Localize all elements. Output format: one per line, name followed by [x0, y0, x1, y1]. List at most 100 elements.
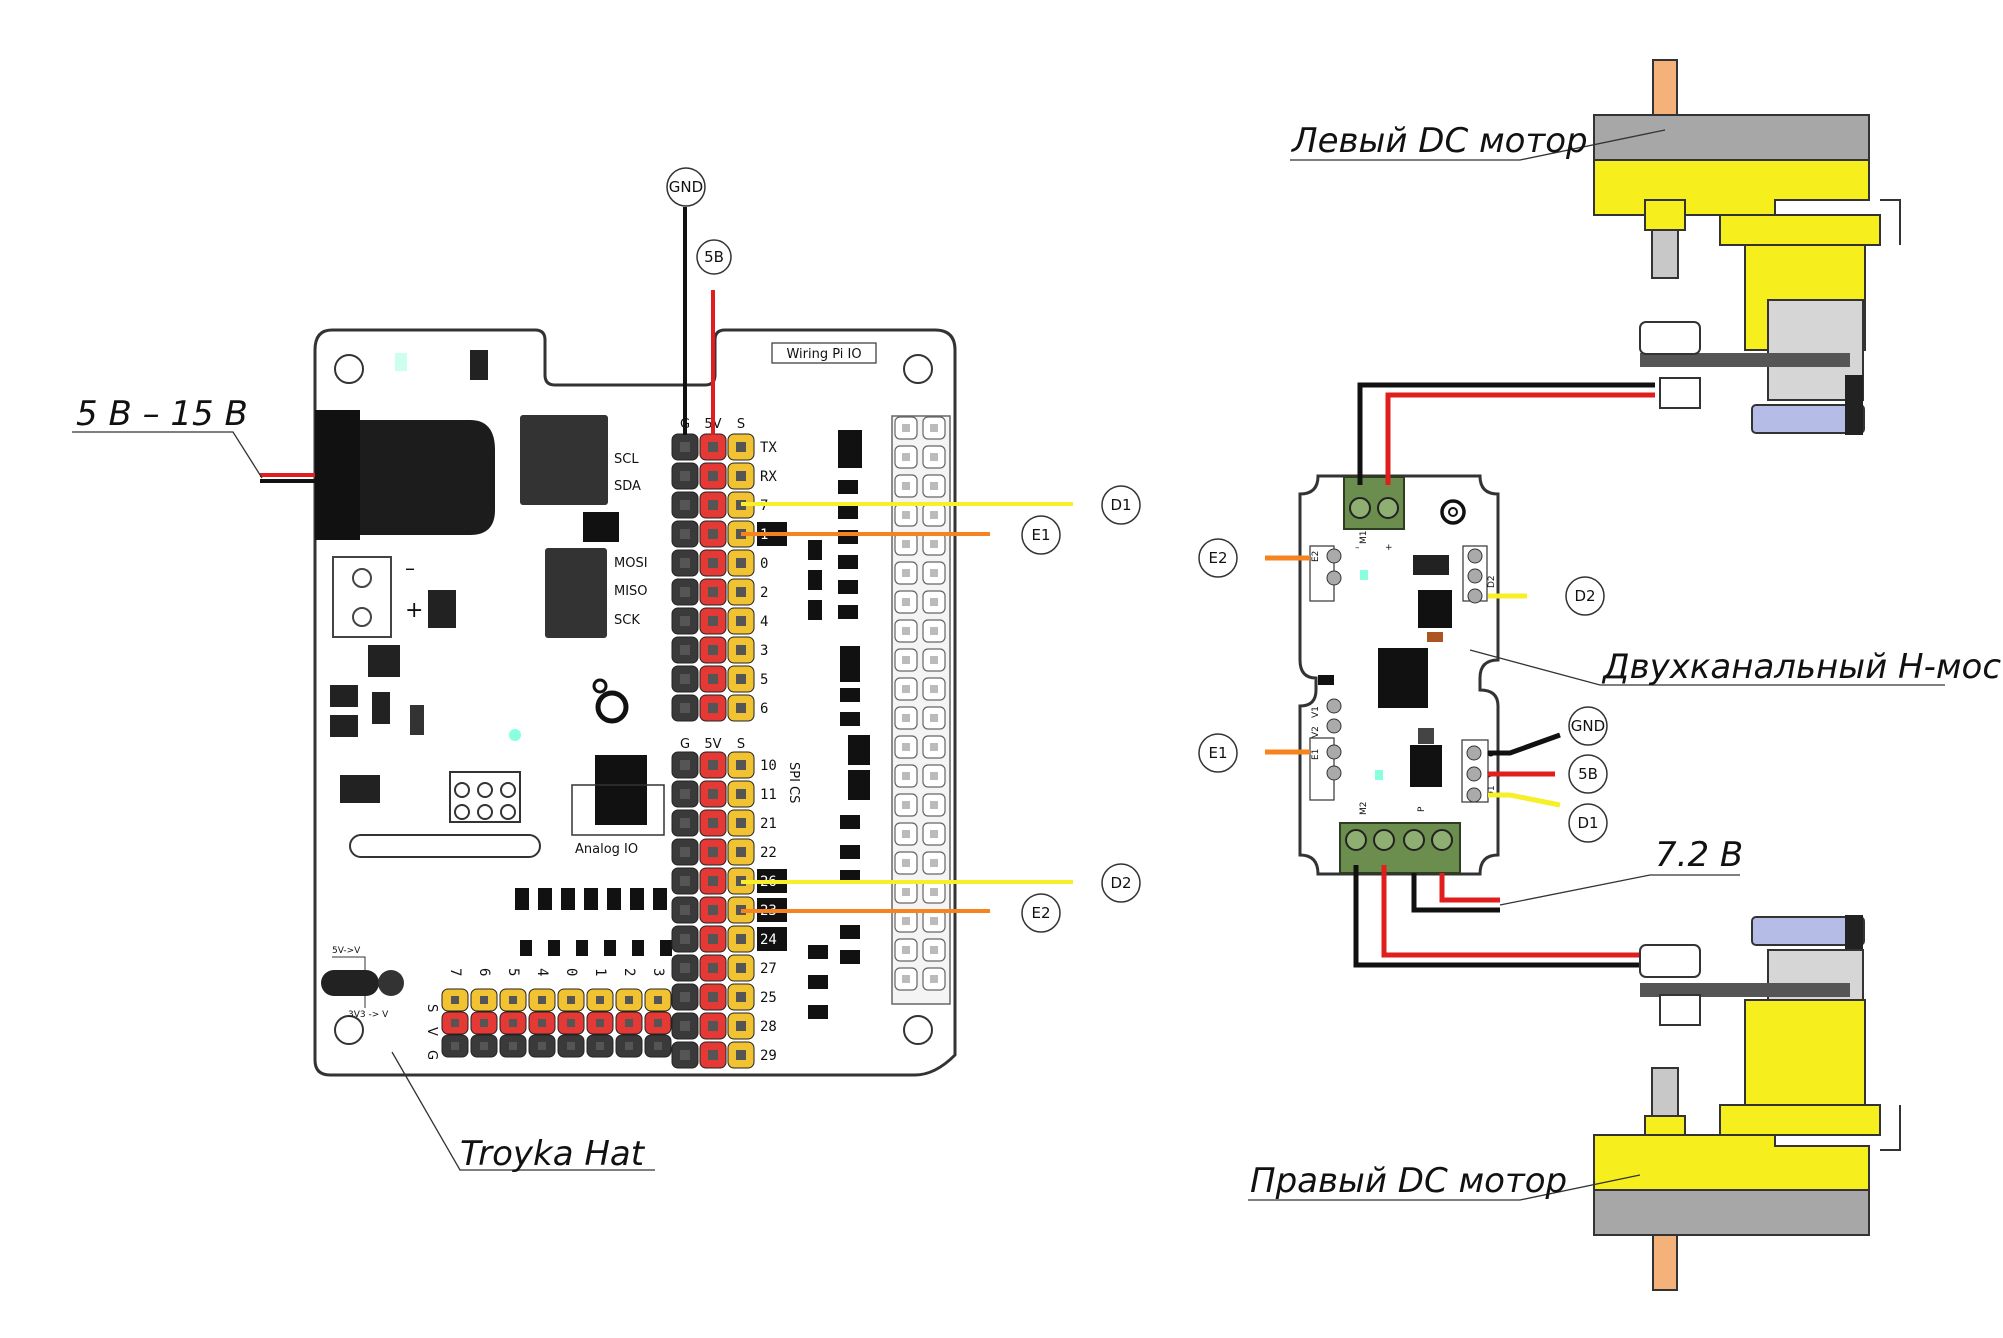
hat-gnd-badge: GND — [666, 167, 706, 207]
analog-pin-hole-2-7 — [654, 1042, 662, 1050]
analog-pin-hole-0-3 — [538, 996, 546, 1004]
top-header-pin-hole-2-0 — [680, 500, 690, 510]
hb-e2-badge-text: E2 — [1208, 549, 1227, 567]
rpi-socket-hole-5-0 — [902, 569, 910, 577]
analog-pin-hole-1-2 — [509, 1019, 517, 1027]
power-input-caption: 5 В – 15 В — [76, 394, 248, 434]
bottom-header-pin-hole-0-2 — [736, 760, 746, 770]
top-header-pin-hole-6-2 — [736, 616, 746, 626]
spi-cs-label: SPI CS — [786, 762, 801, 803]
analog-pin-hole-2-5 — [596, 1042, 604, 1050]
col-header-5v-bottom: 5V — [704, 737, 721, 752]
bottom-pin-label-3: 22 — [760, 845, 777, 861]
col-header-g-bottom: G — [680, 737, 690, 752]
rpi-socket-hole-11-0 — [902, 743, 910, 751]
top-header-pin-hole-5-0 — [680, 587, 690, 597]
right-dc-motor — [1593, 915, 1901, 1291]
hb-label-plus: + — [1385, 543, 1393, 553]
rpi-socket-hole-1-0 — [902, 453, 910, 461]
top-header-pin-hole-9-1 — [708, 703, 718, 713]
top-pin-label-9: 6 — [760, 701, 768, 717]
analog-row-label-g: G — [424, 1050, 439, 1060]
bottom-header-pin-hole-7-1 — [708, 963, 718, 973]
top-pin-label-6: 4 — [760, 614, 768, 630]
spi-label-miso: MISO — [614, 584, 648, 599]
rpi-socket-hole-7-0 — [902, 627, 910, 635]
rpi-socket-hole-7-1 — [930, 627, 938, 635]
pin-highlight-bottom-6 — [757, 927, 787, 951]
bottom-header-pin-hole-2-0 — [680, 818, 690, 828]
hb-5v-badge: 5В — [1568, 754, 1608, 794]
power-minus-label: – — [405, 556, 415, 580]
rpi-socket-hole-16-1 — [930, 888, 938, 896]
hat-e2-badge-text: E2 — [1031, 904, 1050, 922]
analog-pin-hole-1-7 — [654, 1019, 662, 1027]
top-header-pin-hole-6-1 — [708, 616, 718, 626]
hbridge-logo-icon — [1440, 499, 1466, 525]
analog-pin-label-7: 3 — [650, 968, 666, 976]
rpi-socket-hole-2-0 — [902, 482, 910, 490]
bottom-header-pin-hole-7-0 — [680, 963, 690, 973]
rpi-socket-hole-0-0 — [902, 424, 910, 432]
analog-pin-hole-1-3 — [538, 1019, 546, 1027]
bottom-header-pin-hole-9-1 — [708, 1021, 718, 1031]
hb-e1-badge: E1 — [1198, 733, 1238, 773]
analog-pin-label-5: 1 — [592, 968, 608, 976]
hat-5v-badge: 5В — [696, 239, 732, 275]
top-header-pin-hole-3-0 — [680, 529, 690, 539]
rpi-socket-hole-5-1 — [930, 569, 938, 577]
top-header-pin-hole-0-0 — [680, 442, 690, 452]
battery-caption: 7.2 В — [1655, 835, 1743, 875]
analog-pin-label-0: 7 — [447, 968, 463, 976]
top-header-pin-hole-5-1 — [708, 587, 718, 597]
bottom-header-pin-hole-0-1 — [708, 760, 718, 770]
bottom-header-pin-hole-9-2 — [736, 1021, 746, 1031]
analog-pin-hole-0-5 — [596, 996, 604, 1004]
analog-pin-hole-2-0 — [451, 1042, 459, 1050]
rpi-socket-hole-3-0 — [902, 511, 910, 519]
rpi-socket-hole-12-0 — [902, 772, 910, 780]
rpi-socket-hole-18-0 — [902, 946, 910, 954]
analog-pin-hole-2-4 — [567, 1042, 575, 1050]
bottom-header-pin-hole-6-2 — [736, 934, 746, 944]
top-pin-label-1: RX — [760, 469, 777, 485]
top-header-pin-hole-7-1 — [708, 645, 718, 655]
hb-label-d2: D2 — [1487, 575, 1497, 588]
top-pin-label-7: 3 — [760, 643, 768, 659]
spi-label-mosi: MOSI — [614, 556, 648, 571]
hat-5v-badge-text: 5В — [704, 248, 724, 266]
top-header-pin-hole-4-0 — [680, 558, 690, 568]
right-smd-column — [808, 430, 870, 1019]
rpi-socket-hole-9-0 — [902, 685, 910, 693]
bottom-pin-label-6: 24 — [760, 932, 777, 948]
hb-label-p: P — [1417, 806, 1427, 812]
rpi-socket-hole-18-1 — [930, 946, 938, 954]
hb-label-d1: D1 — [1487, 785, 1497, 798]
bottom-header-pin-hole-8-0 — [680, 992, 690, 1002]
bottom-header-pin-hole-7-2 — [736, 963, 746, 973]
bottom-header-pin-hole-5-0 — [680, 905, 690, 915]
hat-gnd-badge-text: GND — [669, 178, 703, 196]
analog-pin-hole-2-1 — [480, 1042, 488, 1050]
rpi-socket-hole-19-1 — [930, 975, 938, 983]
spi-label-sck: SCK — [614, 613, 640, 628]
top-pin-label-8: 5 — [760, 672, 768, 688]
bottom-pin-label-9: 28 — [760, 1019, 777, 1035]
top-header-pin-hole-3-1 — [708, 529, 718, 539]
left-dc-motor — [1593, 59, 1901, 435]
rpi-socket-hole-1-1 — [930, 453, 938, 461]
analog-pin-label-4: 0 — [563, 968, 579, 976]
analog-pin-hole-2-2 — [509, 1042, 517, 1050]
bottom-header-pin-hole-3-1 — [708, 847, 718, 857]
top-header-pin-hole-8-1 — [708, 674, 718, 684]
rpi-socket-hole-10-0 — [902, 714, 910, 722]
analog-pin-hole-2-3 — [538, 1042, 546, 1050]
bottom-pin-label-0: 10 — [760, 758, 777, 774]
hat-e1-badge: E1 — [1021, 515, 1061, 555]
hb-d1-badge-text: D1 — [1577, 814, 1598, 832]
hb-label-e2: E2 — [1311, 551, 1321, 562]
col-header-s-top: S — [737, 417, 745, 432]
rpi-socket-hole-8-0 — [902, 656, 910, 664]
